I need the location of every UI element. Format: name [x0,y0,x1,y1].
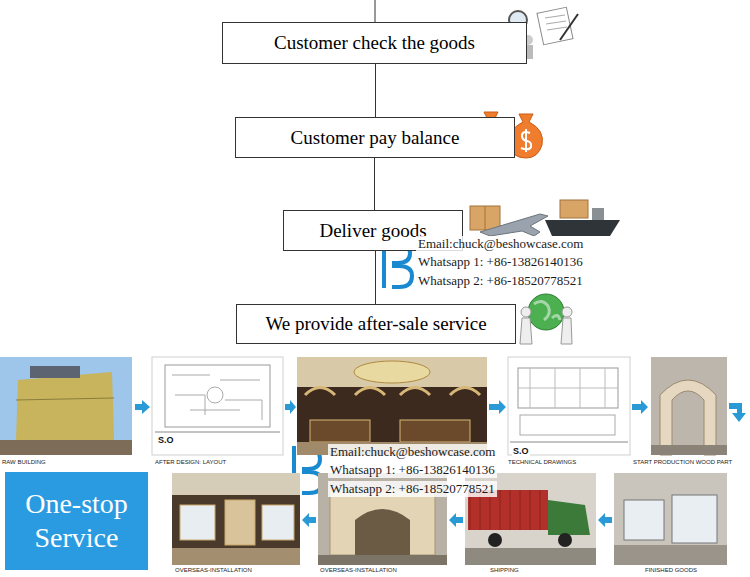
photo-caption: OVERSEAS-INSTALLATION [175,567,252,574]
process-box: Customer pay balance [235,117,515,158]
box-text: One-stop Service [5,487,148,555]
photo-caption: OVERSEAS-INSTALLATION [320,567,397,574]
photo-caption: RAW BUILDING [2,459,46,466]
box-text: Customer check the goods [274,32,475,54]
photo-caption: FINISHED GOODS [645,567,697,574]
watermark: Email:chuck@beshowcase.com [416,236,585,252]
process-arrows [135,400,746,527]
watermark: Whatsapp 2: +86-18520778521 [416,273,585,289]
process-box: We provide after-sale service [236,304,516,344]
photo-caption: SHIPPING [490,567,519,574]
photo-overseas-installation [172,473,300,565]
watermark: Whatsapp 1: +86-13826140136 [328,462,497,478]
watermark: Email:chuck@beshowcase.com [328,444,497,460]
flow-connector [375,251,376,304]
drawing-mark: S.O [157,435,175,445]
photo-layout-drawing [152,357,283,455]
watermark: Whatsapp 2: +86-18520778521 [328,481,497,497]
drawing-mark: S.O [512,446,530,456]
process-box: Customer check the goods [222,22,527,64]
service-banner: One-stop Service [5,472,148,570]
photo-caption: START PRODUCTION WOOD PART [633,459,732,466]
watermark: Whatsapp 1: +86-13826140136 [416,254,585,270]
flow-connector [375,64,376,117]
box-text: Customer pay balance [291,127,460,149]
photo-technical-drawing [508,357,630,455]
globe-people-icon [520,294,572,344]
delivery-icon [470,200,620,236]
photo-raw-building [0,357,132,455]
photo-caption: AFTER DESIGN: LAYOUT [155,459,226,466]
photo-caption: TECHNICAL DRAWINGS [508,459,576,466]
box-text: We provide after-sale service [265,313,486,335]
box-text: Deliver goods [319,220,426,242]
flow-connector [374,158,375,210]
photo-store-interior [297,357,487,455]
photo-wood-production [651,357,727,455]
photo-finished-goods [614,473,727,565]
flow-line [375,0,376,22]
